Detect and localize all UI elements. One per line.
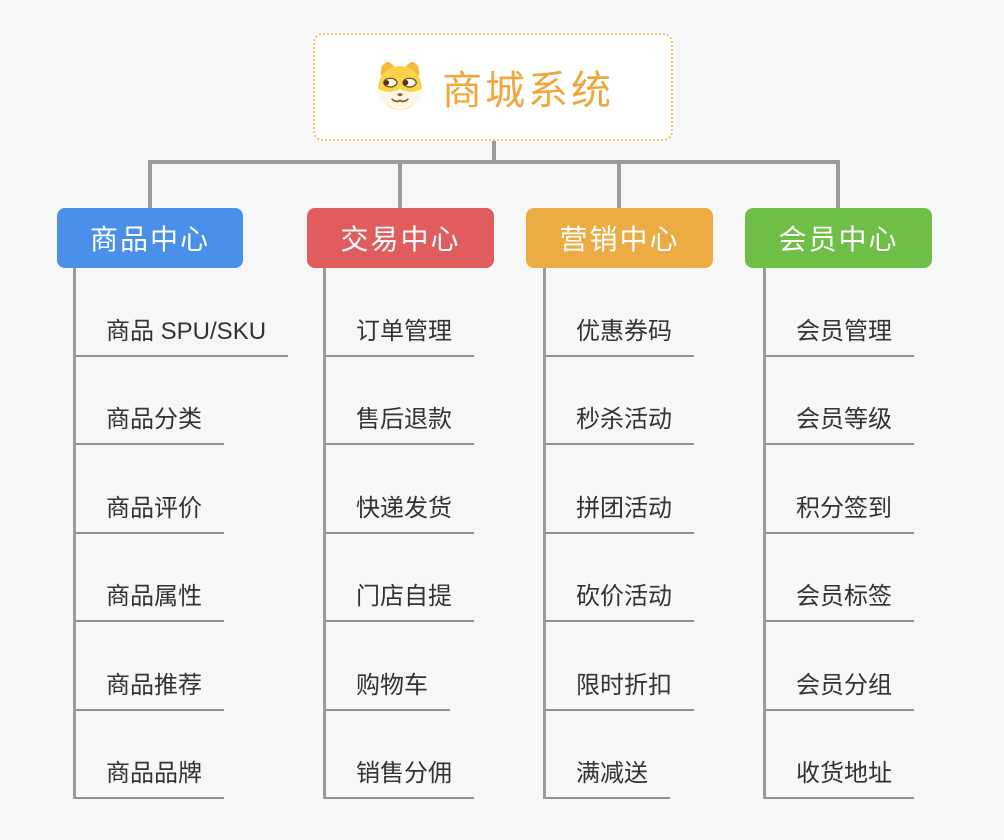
branch-label: 会员中心 [778, 224, 899, 255]
branch-children-1: 商品 SPU/SKU 商品分类商品评价商品属性商品推荐商品品牌 [73, 268, 289, 799]
branch-children-2: 订单管理售后退款快递发货门店自提购物车销售分佣 [323, 268, 474, 799]
subtopic-label: 砍价活动 [546, 576, 694, 622]
subtopic-item[interactable]: 商品 SPU/SKU [76, 268, 289, 357]
subtopic-item[interactable]: 购物车 [326, 622, 474, 711]
subtopic-item[interactable]: 会员分组 [766, 622, 914, 711]
branch-node-1[interactable]: 商品中心 [57, 208, 243, 268]
subtopic-label: 会员分组 [766, 665, 914, 711]
branch-node-3[interactable]: 营销中心 [526, 208, 713, 268]
branch-label: 商品中心 [89, 224, 210, 255]
subtopic-item[interactable]: 砍价活动 [546, 534, 694, 622]
subtopic-label: 商品评价 [76, 488, 224, 534]
connector-rail [148, 160, 840, 164]
subtopic-label: 会员标签 [766, 576, 914, 622]
subtopic-item[interactable]: 销售分佣 [326, 711, 474, 799]
subtopic-label: 秒杀活动 [546, 399, 694, 445]
subtopic-label: 积分签到 [766, 488, 914, 534]
subtopic-label: 销售分佣 [326, 753, 474, 799]
branch-label: 营销中心 [559, 224, 680, 255]
subtopic-item[interactable]: 门店自提 [326, 534, 474, 622]
subtopic-item[interactable]: 商品属性 [76, 534, 288, 622]
subtopic-label: 优惠券码 [546, 311, 694, 357]
subtopic-label: 售后退款 [326, 399, 474, 445]
subtopic-item[interactable]: 商品分类 [76, 357, 288, 445]
connector-root-drop [492, 141, 496, 163]
subtopic-item[interactable]: 会员等级 [766, 357, 914, 445]
subtopic-item[interactable]: 商品推荐 [76, 622, 288, 711]
connector-branch-drop [398, 160, 402, 208]
branch-node-4[interactable]: 会员中心 [745, 208, 932, 268]
subtopic-label: 会员等级 [766, 399, 914, 445]
subtopic-label: 购物车 [326, 665, 450, 711]
subtopic-label: 限时折扣 [546, 665, 694, 711]
subtopic-label: 订单管理 [326, 311, 474, 357]
subtopic-item[interactable]: 会员标签 [766, 534, 914, 622]
subtopic-label: 收货地址 [766, 753, 914, 799]
subtopic-item[interactable]: 收货地址 [766, 711, 914, 799]
subtopic-label: 拼团活动 [546, 488, 694, 534]
subtopic-label: 门店自提 [326, 576, 474, 622]
subtopic-label: 商品推荐 [76, 665, 224, 711]
root-node[interactable]: 商城系统 [313, 33, 673, 141]
subtopic-label: 商品品牌 [76, 753, 224, 799]
subtopic-item[interactable]: 会员管理 [766, 268, 914, 357]
connector-branch-drop [836, 160, 840, 208]
branch-children-4: 会员管理会员等级积分签到会员标签会员分组收货地址 [763, 268, 914, 799]
subtopic-label: 商品 SPU/SKU [76, 311, 289, 357]
subtopic-label: 满减送 [546, 753, 670, 799]
connector-branch-drop [617, 160, 621, 208]
subtopic-item[interactable]: 拼团活动 [546, 445, 694, 534]
subtopic-item[interactable]: 快递发货 [326, 445, 474, 534]
subtopic-item[interactable]: 商品评价 [76, 445, 288, 534]
branch-label: 交易中心 [340, 224, 461, 255]
branch-children-3: 优惠券码秒杀活动拼团活动砍价活动限时折扣满减送 [543, 268, 694, 799]
subtopic-item[interactable]: 商品品牌 [76, 711, 288, 799]
subtopic-item[interactable]: 售后退款 [326, 357, 474, 445]
subtopic-label: 会员管理 [766, 311, 914, 357]
subtopic-label: 快递发货 [326, 488, 474, 534]
dog-face-icon [372, 59, 428, 115]
subtopic-item[interactable]: 满减送 [546, 711, 694, 799]
subtopic-item[interactable]: 秒杀活动 [546, 357, 694, 445]
subtopic-item[interactable]: 积分签到 [766, 445, 914, 534]
subtopic-item[interactable]: 订单管理 [326, 268, 474, 357]
subtopic-item[interactable]: 限时折扣 [546, 622, 694, 711]
subtopic-label: 商品属性 [76, 576, 224, 622]
branch-node-2[interactable]: 交易中心 [307, 208, 494, 268]
subtopic-label: 商品分类 [76, 399, 224, 445]
connector-branch-drop [148, 160, 152, 208]
root-label: 商城系统 [442, 69, 614, 113]
subtopic-item[interactable]: 优惠券码 [546, 268, 694, 357]
